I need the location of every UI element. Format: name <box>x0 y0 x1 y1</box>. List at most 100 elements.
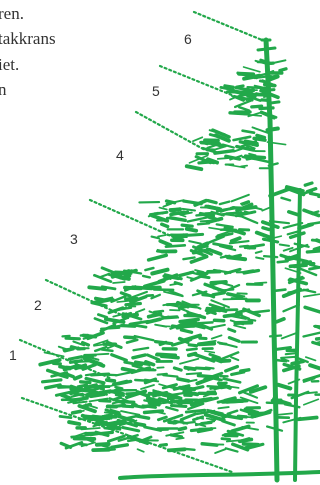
needle-stroke <box>189 345 196 346</box>
needle-stroke <box>121 411 139 415</box>
needle-stroke <box>276 348 291 350</box>
needle-stroke <box>170 305 177 306</box>
needle-stroke <box>193 417 202 420</box>
needle-stroke <box>172 406 186 407</box>
needle-stroke <box>280 245 289 246</box>
needle-stroke <box>134 348 149 350</box>
needle-stroke <box>221 361 229 362</box>
needle-stroke <box>163 375 177 377</box>
guide-line <box>194 12 262 40</box>
needle-stroke <box>81 357 93 358</box>
needle-stroke <box>81 382 90 383</box>
needle-stroke <box>112 445 127 448</box>
needle-stroke <box>63 336 70 337</box>
needle-stroke <box>239 74 253 75</box>
needle-stroke <box>116 395 123 396</box>
needle-stroke <box>256 258 263 259</box>
needle-stroke <box>277 413 292 415</box>
needle-stroke <box>145 268 153 270</box>
needle-stroke <box>201 214 214 216</box>
needle-stroke <box>232 195 249 202</box>
needle-stroke <box>182 225 192 226</box>
needle-stroke <box>256 251 262 253</box>
needle-stroke <box>75 376 81 378</box>
needle-stroke <box>159 208 166 210</box>
needle-stroke <box>281 357 296 358</box>
needle-stroke <box>310 365 320 368</box>
needle-stroke <box>180 359 198 364</box>
needle-stroke <box>167 218 174 219</box>
needle-stroke <box>43 380 61 382</box>
needle-stroke <box>155 325 166 327</box>
needle-stroke <box>184 201 202 204</box>
needle-stroke <box>218 407 228 408</box>
needle-stroke <box>96 298 106 300</box>
needle-stroke <box>213 293 224 295</box>
needle-stroke <box>304 333 320 337</box>
needle-stroke <box>257 233 270 238</box>
guide-line <box>22 398 232 472</box>
needle-stroke <box>181 402 188 403</box>
needle-stroke <box>187 277 195 279</box>
needle-stroke <box>202 143 209 144</box>
needle-stroke <box>229 338 239 342</box>
needle-stroke <box>67 374 73 376</box>
needle-stroke <box>248 95 255 97</box>
tier-number-6: 6 <box>184 31 192 47</box>
needle-stroke <box>304 210 313 214</box>
needle-stroke <box>113 282 125 283</box>
needle-stroke <box>83 396 95 397</box>
needle-stroke <box>60 416 71 417</box>
needle-stroke <box>220 202 230 205</box>
needle-stroke <box>232 400 245 401</box>
needle-stroke <box>157 354 175 355</box>
needle-stroke <box>136 362 150 364</box>
needle-stroke <box>127 340 137 343</box>
needle-stroke <box>98 315 106 318</box>
needle-stroke <box>282 333 296 338</box>
needle-stroke <box>175 283 181 285</box>
needle-stroke <box>232 298 247 299</box>
needle-stroke <box>87 389 98 391</box>
needle-stroke <box>257 135 264 137</box>
needle-stroke <box>304 294 320 296</box>
needle-stroke <box>164 277 170 279</box>
needle-stroke <box>138 449 144 452</box>
tier-number-2: 2 <box>34 297 42 313</box>
needle-stroke <box>212 335 222 338</box>
needle-stroke <box>307 189 315 192</box>
tier-number-5: 5 <box>152 83 160 99</box>
needle-stroke <box>160 241 170 245</box>
needle-stroke <box>126 304 140 305</box>
needle-stroke <box>66 338 79 339</box>
needle-stroke <box>62 395 70 398</box>
needle-stroke <box>80 444 87 445</box>
needle-stroke <box>133 287 152 288</box>
needle-stroke <box>79 419 95 420</box>
needle-stroke <box>226 448 238 451</box>
needle-stroke <box>317 338 320 339</box>
needle-stroke <box>232 238 240 241</box>
needle-stroke <box>209 218 216 219</box>
needle-stroke <box>244 444 259 445</box>
needle-stroke <box>232 372 244 375</box>
needle-stroke <box>160 445 166 446</box>
needle-stroke <box>209 325 225 328</box>
needle-stroke <box>214 378 221 380</box>
needle-stroke <box>101 391 118 393</box>
needle-stroke <box>158 235 166 237</box>
needle-stroke <box>252 106 262 107</box>
needle-stroke <box>234 325 245 328</box>
needle-stroke <box>289 280 297 282</box>
needle-stroke <box>163 304 171 305</box>
needle-stroke <box>61 443 70 447</box>
needle-stroke <box>199 344 214 345</box>
needle-stroke <box>314 244 320 249</box>
guide-line <box>136 112 205 150</box>
needle-stroke <box>222 283 232 286</box>
needle-stroke <box>236 88 249 90</box>
tier-number-4: 4 <box>116 147 124 163</box>
needle-stroke <box>160 342 166 344</box>
needle-stroke <box>308 223 319 225</box>
